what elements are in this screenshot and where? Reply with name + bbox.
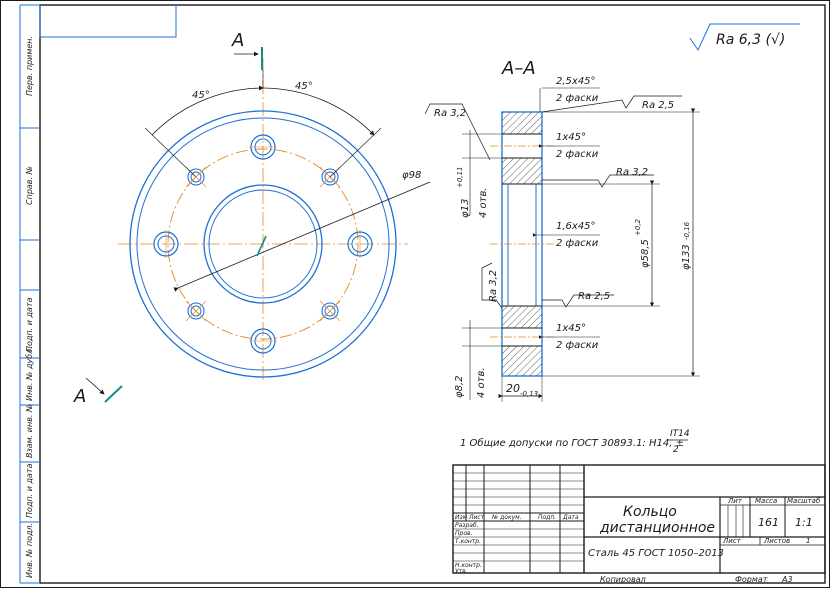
note-frac-top: IT14 — [670, 429, 690, 439]
col-scale: Масштаб — [787, 497, 821, 505]
hdr-doc: № докум. — [491, 514, 522, 521]
chamfer-hole2-1: 1x45° — [556, 323, 586, 334]
pcd-circle — [167, 148, 359, 340]
small-holes — [187, 168, 339, 320]
strip-podp-data-2: Подп. и дата — [25, 463, 34, 518]
hole-tol-1: +0,11 — [456, 167, 464, 188]
rough-top-right: Ra 2,5 — [642, 100, 674, 111]
roughness-general: Ra 6,3 (√) — [689, 23, 800, 52]
section-mark-top: A — [231, 30, 263, 70]
sheets-value: 1 — [806, 537, 810, 545]
strip-perv-primen: Перв. примен. — [25, 36, 34, 96]
outer-dim: φ133 — [681, 244, 692, 270]
chamfer-hole2-2: 2 фаски — [556, 340, 599, 351]
top-left-box — [39, 5, 177, 38]
roughness-general-text: Ra 6,3 (√) — [716, 32, 785, 48]
row-utv: Утв. — [455, 568, 468, 575]
thickness-dim: 20 — [506, 382, 520, 395]
pcd-dim: φ98 — [402, 170, 421, 181]
hdr-date: Дата — [562, 514, 579, 521]
strip-inv-podl: Инв. № подл. — [25, 523, 34, 578]
outer-tol: -0,16 — [683, 221, 691, 240]
section-letter-top: A — [231, 30, 244, 51]
row-nkontr: Н.контр. — [455, 562, 482, 569]
copied-label: Копировал — [600, 575, 646, 584]
bore-tol: +0,2 — [634, 218, 642, 236]
bore-circle — [203, 184, 323, 304]
format-label: Формат — [735, 575, 768, 584]
side-strip: Перв. примен. Справ. № Подп. и дата Инв.… — [19, 4, 40, 584]
section-mark-bottom: A — [73, 377, 123, 407]
section-letter-bottom: A — [73, 386, 86, 407]
chamfer-top-1: 2,5x45° — [556, 76, 596, 87]
part-name-1: Кольцо — [623, 504, 677, 520]
row-prov: Пров. — [455, 530, 473, 537]
rough-mid-right: Ra 3,2 — [616, 167, 648, 178]
strip-inv-dubl: Инв. № дубл. — [25, 346, 34, 401]
section-title: A–A — [501, 58, 536, 79]
outer-chamfer-circle — [136, 117, 390, 371]
part-name-2: дистанционное — [599, 520, 715, 536]
hdr-sign: Подп. — [538, 514, 556, 521]
outer-circle — [129, 110, 397, 378]
rough-left-bottom: Ra 3,2 — [488, 270, 499, 302]
strip-sprav: Справ. № — [25, 166, 34, 205]
angle-left: 45° — [192, 90, 210, 101]
material: Сталь 45 ГОСТ 1050–2013 — [588, 548, 724, 559]
rough-left-top: Ra 3,2 — [434, 108, 466, 119]
sheet-label: Лист — [722, 537, 742, 545]
thickness-tol: -0,13 — [520, 390, 538, 398]
strip-vzam-inv: Взам. инв. № — [25, 404, 34, 458]
mass-value: 161 — [758, 516, 779, 529]
front-view: 45° 45° φ98 — [118, 58, 431, 382]
section-view: A–A 2,5x45° 2 фаски 1x45° 2 фаски 1,6x45… — [424, 58, 700, 402]
hole-count-1: 4 отв. — [478, 187, 489, 218]
bore-dim: φ58,5 — [640, 239, 651, 268]
title-block: Изм Лист № докум. Подп. Дата Разраб. Про… — [452, 464, 826, 584]
hdr-list: Лист — [468, 514, 485, 521]
col-lit: Лит — [727, 497, 743, 505]
hole-dim-1: φ13 — [460, 199, 471, 218]
sheets-label: Листов — [763, 537, 790, 545]
hole-dim-2: φ8,2 — [454, 376, 465, 399]
strip-podp-data-1: Подп. и дата — [25, 297, 34, 352]
chamfer-bore-1: 1,6x45° — [556, 221, 596, 232]
note-text: 1 Общие допуски по ГОСТ 30893.1: H14, ± — [460, 437, 684, 449]
angle-right: 45° — [295, 81, 313, 92]
col-mass: Масса — [755, 497, 777, 505]
bore-chamfer-circle — [208, 189, 318, 299]
row-razrab: Разраб. — [455, 522, 479, 529]
hdr-izm: Изм — [455, 514, 468, 521]
hole-count-2: 4 отв. — [476, 367, 487, 398]
chamfer-hole1-2: 2 фаски — [556, 149, 599, 160]
rough-bore: Ra 2,5 — [578, 291, 610, 302]
chamfer-hole1-1: 1x45° — [556, 132, 586, 143]
chamfer-top-2: 2 фаски — [556, 93, 599, 104]
note-frac-bottom: 2 — [673, 445, 679, 455]
row-tkontr: Т.контр. — [455, 538, 481, 545]
chamfer-bore-2: 2 фаски — [556, 238, 599, 249]
general-note: 1 Общие допуски по ГОСТ 30893.1: H14, ± … — [460, 429, 690, 455]
drawing-frame — [39, 4, 826, 584]
format-value: A3 — [781, 575, 793, 584]
scale-value: 1:1 — [795, 516, 813, 529]
